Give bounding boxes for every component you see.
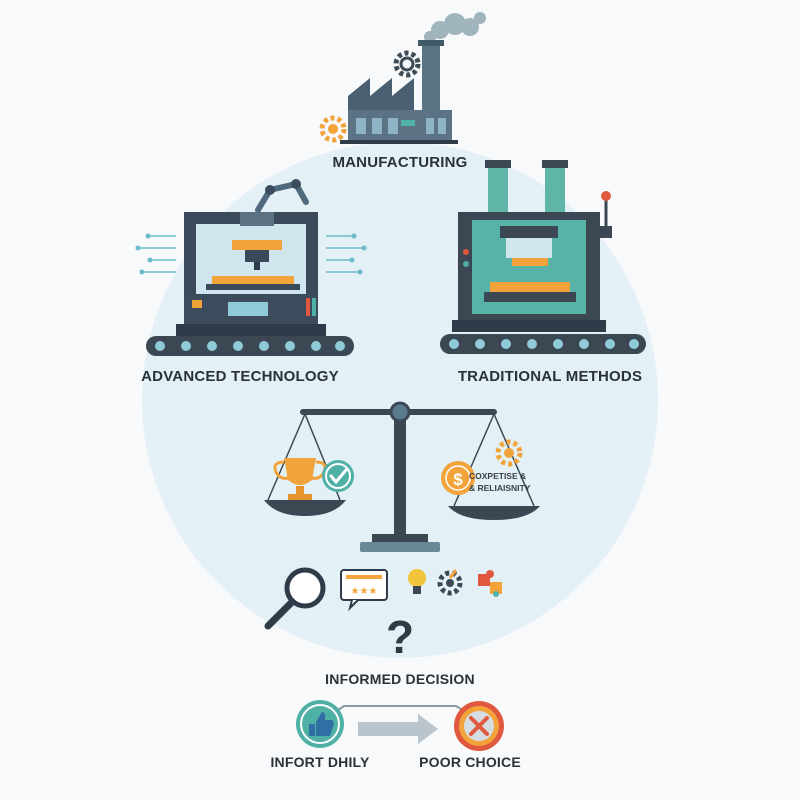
informed-decision-label: INFORMED DECISION [325,671,475,687]
gear-icon [437,569,463,596]
question-mark-icon: ? [385,611,415,663]
expertise-line-2: & RELIAISNITY [469,483,531,493]
cnc-machine-icon [135,179,367,356]
hydraulic-press-icon [440,160,646,354]
dollar-coin-icon: $ [441,461,475,495]
gear-icon [393,50,421,78]
balance-scale-icon [264,401,540,552]
trophy-icon [273,458,327,500]
rating-card-icon: ★★★ [340,569,388,612]
connector-line [323,705,477,721]
expertise-line-1: COXPETISE & [469,471,527,481]
traditional-methods-label: TRADITIONAL METHODS [457,368,643,385]
svg-text:$: $ [453,470,463,489]
lightbulb-icon [408,569,426,594]
magnifier-icon [264,567,326,630]
gear-icon [319,115,347,143]
checkmark-icon [322,460,354,492]
poor-choice-label: POOR CHOICE [419,754,521,770]
thumbs-up-icon [296,700,344,748]
advanced-technology-label: ADVANCED TECHNOLOGY [141,368,339,385]
svg-text:★★★: ★★★ [351,586,378,597]
informed-daily-label: INFORT DHILY [270,754,370,770]
cross-icon [454,701,504,751]
arrow-right-icon [358,714,438,744]
manufacturing-label: MANUFACTURING [332,154,468,171]
factory-icon [340,12,486,144]
gear-icon [495,439,523,467]
expertise-reliability-label: COXPETISE & & RELIAISNITY [469,470,559,494]
puzzle-icon [478,570,502,597]
